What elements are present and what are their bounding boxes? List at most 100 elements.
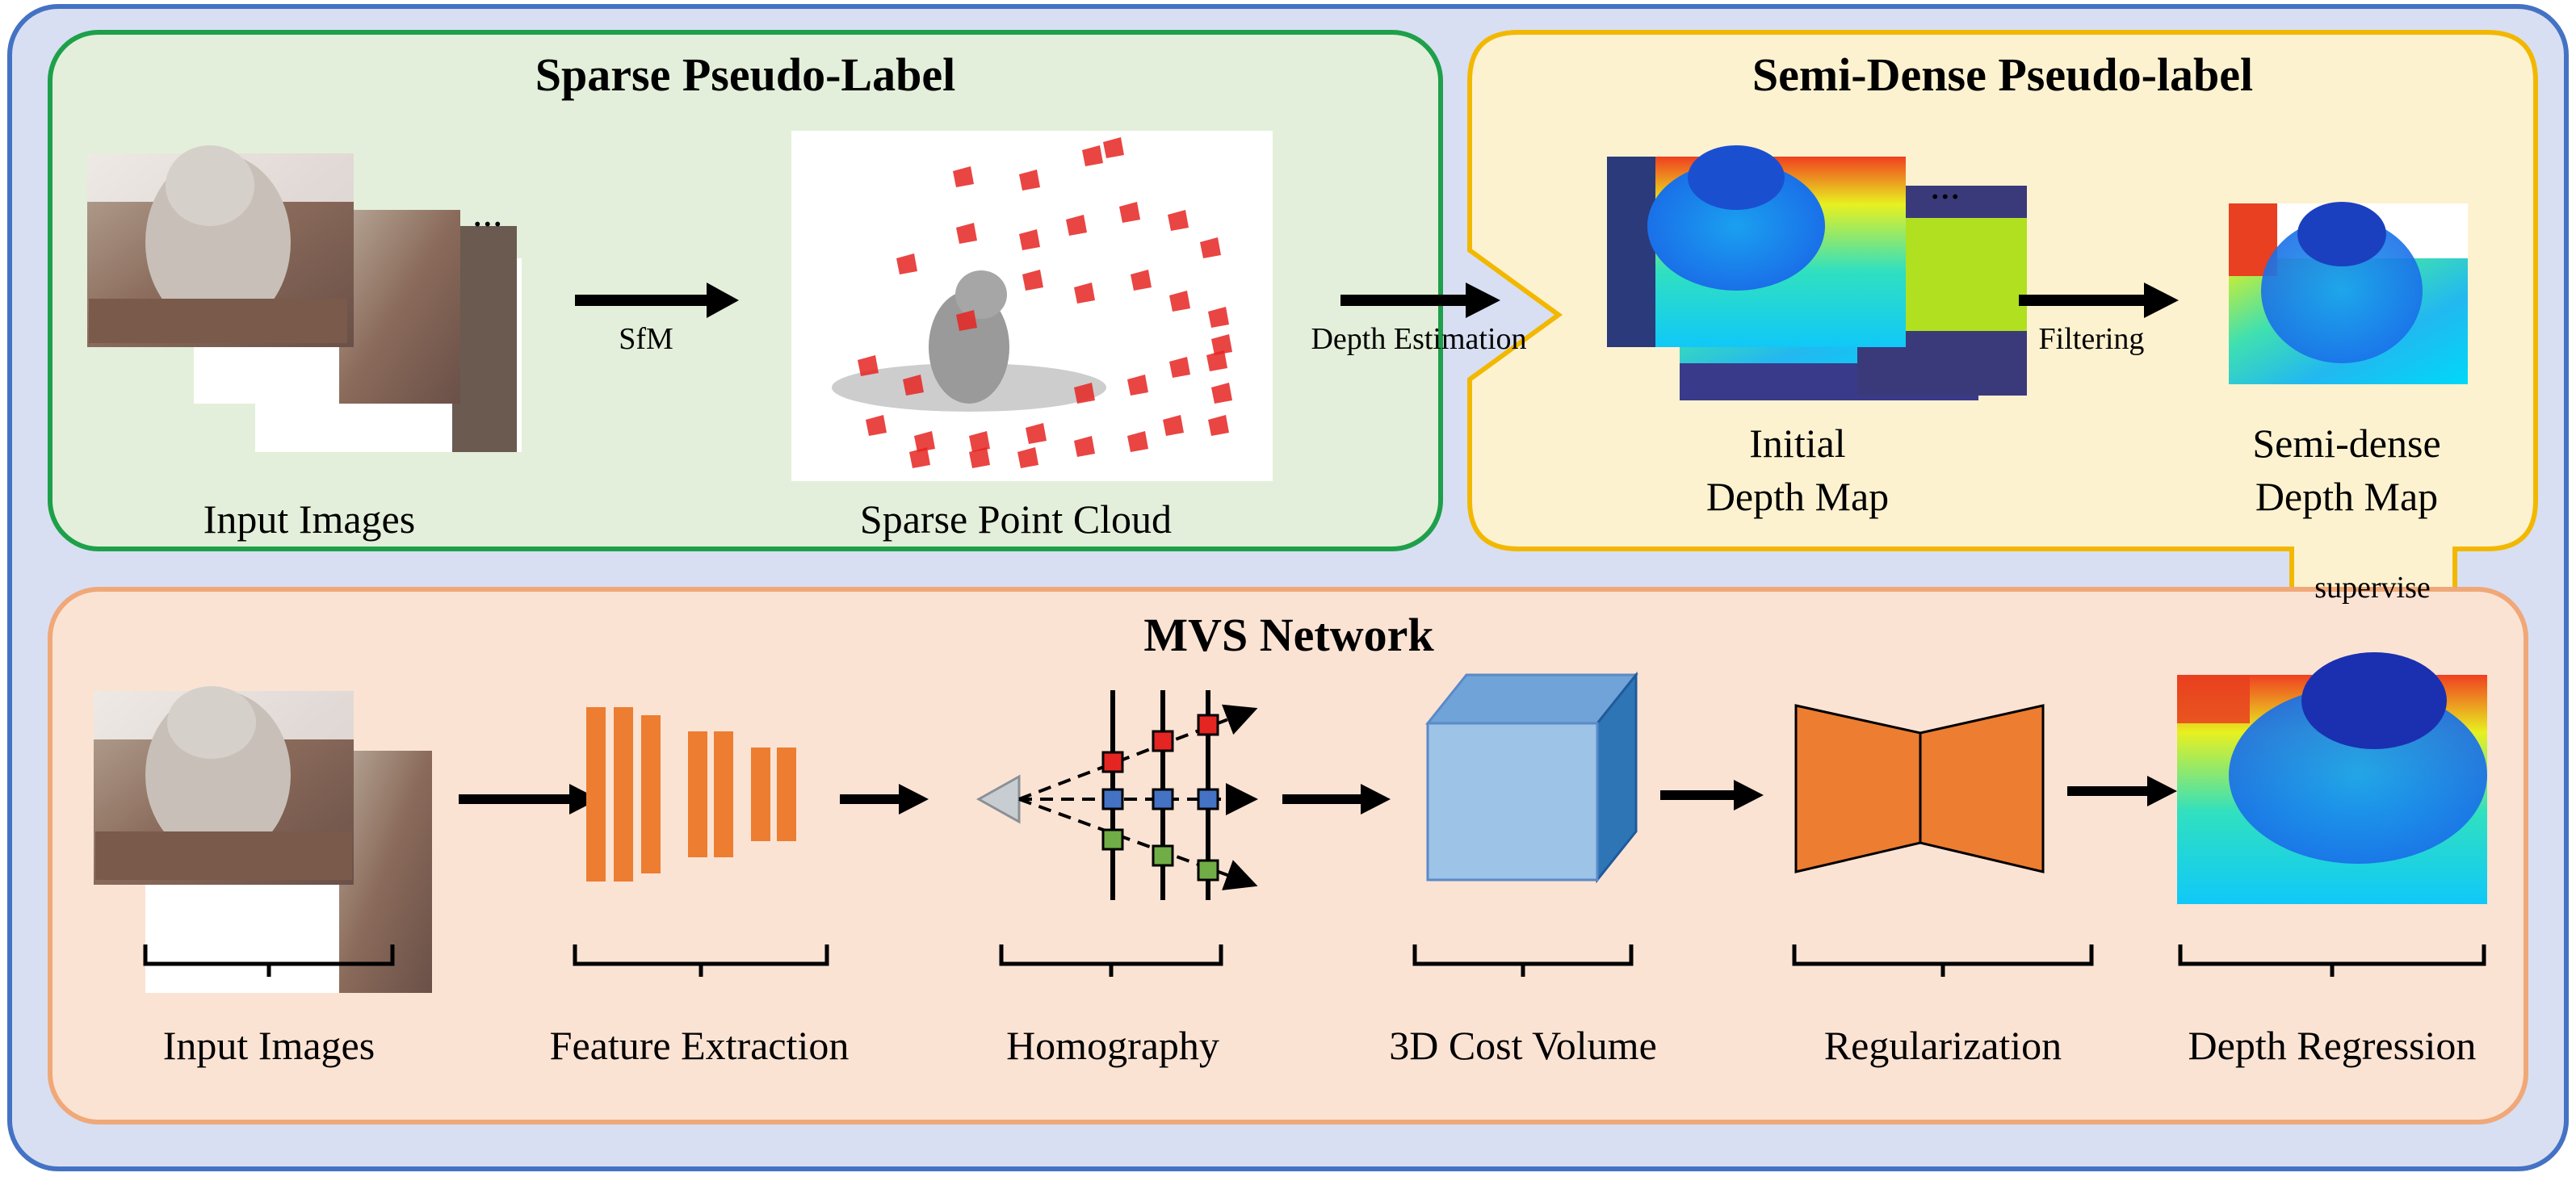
mvs-panel: [48, 587, 2528, 1124]
red-node: [1152, 730, 1174, 752]
camera-marker: [953, 166, 974, 187]
feature-bar: [714, 731, 733, 857]
camera-marker: [1022, 270, 1043, 291]
camera-marker: [1211, 383, 1232, 404]
camera-marker: [1127, 431, 1148, 452]
filtering-label: Filtering: [2039, 322, 2145, 356]
camera-marker: [969, 447, 990, 468]
camera-marker: [1017, 447, 1038, 468]
sfm-arrow: [575, 283, 739, 318]
stage-label-input-images: Input Images: [163, 1023, 375, 1068]
camera-marker: [1074, 383, 1095, 404]
camera-marker: [1169, 291, 1190, 312]
mvs-input-images: [94, 686, 432, 993]
semidense-depth-map: [2229, 202, 2468, 384]
camera-marker: [903, 375, 924, 396]
red-node: [1197, 714, 1219, 736]
stage-label-homography: Homography: [1006, 1023, 1219, 1068]
green-node: [1197, 859, 1219, 882]
camera-marker: [1082, 145, 1103, 166]
stage-bracket: [573, 944, 829, 977]
stage-label-feature-extraction: Feature Extraction: [550, 1023, 850, 1068]
feature-bar: [586, 707, 606, 882]
sparse-input-images: ...: [87, 145, 522, 452]
sparse-input-label: Input Images: [203, 496, 415, 542]
blue-node: [1101, 788, 1124, 810]
cost-volume-cube: [1424, 671, 1639, 884]
camera-marker: [956, 310, 977, 331]
regularization-hourglass: [1794, 704, 2045, 873]
mvs-arrow-3: [1282, 784, 1391, 815]
stage-bracket: [1412, 944, 1634, 977]
mvs-arrow-4: [1660, 780, 1764, 810]
camera-marker: [1019, 229, 1040, 250]
depth-regression-map: [2177, 652, 2487, 904]
supervise-label: supervise: [2314, 571, 2431, 605]
camera-marker: [1200, 237, 1221, 258]
stage-brackets: [143, 944, 2486, 977]
semidense-ellipsis: ...: [1930, 162, 1961, 207]
camera-marker: [866, 415, 887, 436]
camera-marker: [1206, 350, 1227, 371]
semidense-depth-label-1: Semi-dense: [2252, 421, 2440, 466]
camera-marker: [858, 355, 879, 376]
stage-bracket: [1792, 944, 2094, 977]
camera-marker: [1131, 270, 1152, 291]
camera-marker: [1019, 170, 1040, 191]
initial-depth-label-1: Initial: [1749, 421, 1845, 466]
feature-bar: [751, 748, 770, 841]
semidense-depth-label-2: Depth Map: [2255, 474, 2438, 519]
stage-label-cost-volume: 3D Cost Volume: [1389, 1023, 1657, 1068]
camera-marker: [909, 447, 930, 468]
feature-bar: [688, 731, 707, 857]
initial-depth-label-2: Depth Map: [1706, 474, 1889, 519]
sfm-label: SfM: [619, 322, 673, 356]
mvs-arrow-2: [840, 784, 929, 815]
depth-estimation-label: Depth Estimation: [1311, 322, 1526, 356]
mvs-title: MVS Network: [1143, 609, 1434, 661]
camera-marker: [1208, 415, 1229, 436]
mvs-arrow-5: [2067, 776, 2177, 806]
camera-marker: [1103, 137, 1124, 158]
filtering-arrow: [2019, 283, 2179, 318]
stage-label-regularization: Regularization: [1824, 1023, 2062, 1068]
feature-bar: [614, 707, 633, 882]
stage-bracket: [999, 944, 1223, 977]
stage-label-depth-regression: Depth Regression: [2188, 1023, 2477, 1068]
camera-marker: [969, 431, 990, 452]
camera-marker: [1119, 202, 1140, 223]
camera-marker: [1074, 436, 1095, 457]
green-node: [1101, 828, 1124, 851]
camera-marker: [1127, 375, 1148, 396]
blue-node: [1197, 788, 1219, 810]
camera-marker: [1163, 415, 1184, 436]
semidense-title: Semi-Dense Pseudo-label: [1752, 48, 2253, 101]
stage-bracket: [143, 944, 395, 977]
sparse-point-cloud: [791, 131, 1273, 481]
initial-depth-maps: ...: [1607, 145, 2027, 400]
camera-marker: [1169, 357, 1190, 378]
depth-estimation-arrow: [1340, 283, 1500, 318]
camera-marker: [914, 431, 935, 452]
homography-graphic: [975, 690, 1258, 900]
camera-marker: [1168, 210, 1189, 231]
blue-node: [1152, 788, 1174, 810]
red-node: [1101, 751, 1124, 773]
camera-marker: [1026, 423, 1047, 444]
sparse-ellipsis: ...: [472, 190, 503, 235]
camera-marker: [956, 223, 977, 244]
stage-bracket: [2178, 944, 2486, 977]
feature-extraction-bars: [586, 707, 796, 882]
camera-marker: [1074, 283, 1095, 304]
green-node: [1152, 844, 1174, 867]
pointcloud-label: Sparse Point Cloud: [860, 496, 1172, 542]
feature-bar: [777, 748, 796, 841]
camera-marker: [1211, 334, 1232, 355]
camera-marker: [1208, 307, 1229, 328]
camera-marker: [896, 253, 917, 274]
sparse-title: Sparse Pseudo-Label: [535, 48, 955, 101]
feature-bar: [641, 715, 661, 873]
camera-marker: [1066, 215, 1087, 236]
mvs-arrow-1: [459, 784, 599, 815]
